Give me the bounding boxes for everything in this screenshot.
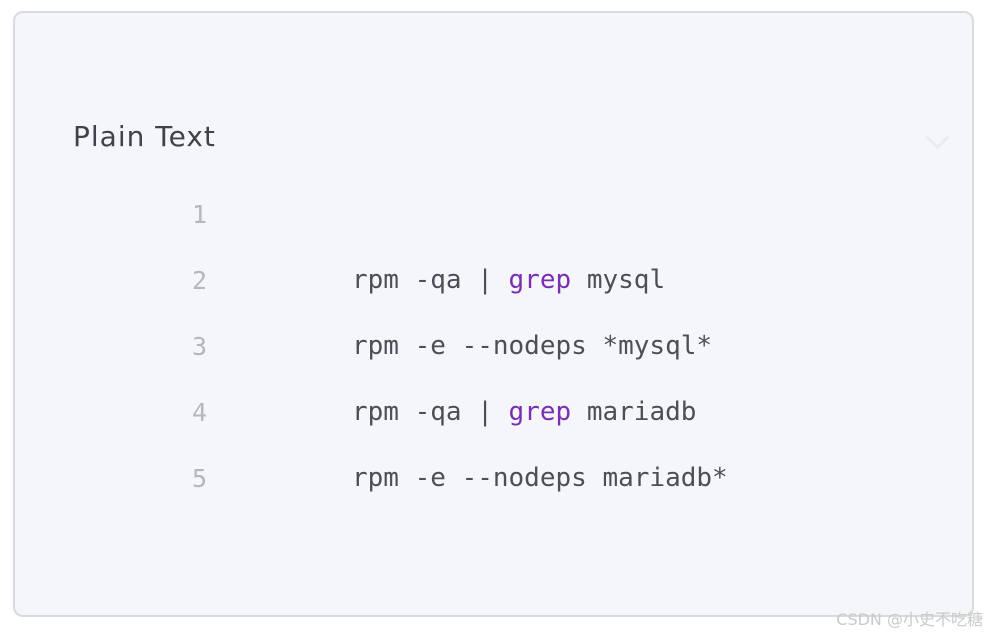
line-number: 1	[191, 199, 207, 229]
line-number: 4	[191, 397, 207, 427]
line-number: 5	[191, 463, 207, 493]
code-token: rpm -qa |	[352, 397, 509, 427]
code-token: grep	[508, 265, 572, 295]
code-token: rpm -e --nodeps mariadb*	[352, 463, 728, 493]
code-token: rpm -e --nodeps *mysql*	[352, 331, 713, 361]
line-number: 2	[191, 265, 207, 295]
code-language-title: Plain Text	[73, 120, 216, 153]
code-token: grep	[508, 397, 572, 427]
code-line: 1	[15, 181, 972, 247]
code-token: mysql	[571, 265, 666, 295]
code-line: 5 rpm -e --nodeps mariadb*	[15, 445, 972, 511]
code-token: mariadb	[571, 397, 697, 427]
chevron-down-icon[interactable]	[925, 125, 950, 150]
code-token: rpm -qa |	[352, 265, 509, 295]
code-line: 3 rpm -e --nodeps *mysql*	[15, 313, 972, 379]
code-text: rpm -e --nodeps *mysql*	[207, 331, 712, 361]
watermark: CSDN @小史不吃糖	[836, 610, 983, 629]
line-number: 3	[191, 331, 207, 361]
code-text: rpm -qa | grep mariadb	[207, 397, 696, 427]
code-text: rpm -qa | grep mysql	[207, 265, 665, 295]
code-text: rpm -e --nodeps mariadb*	[207, 463, 728, 493]
